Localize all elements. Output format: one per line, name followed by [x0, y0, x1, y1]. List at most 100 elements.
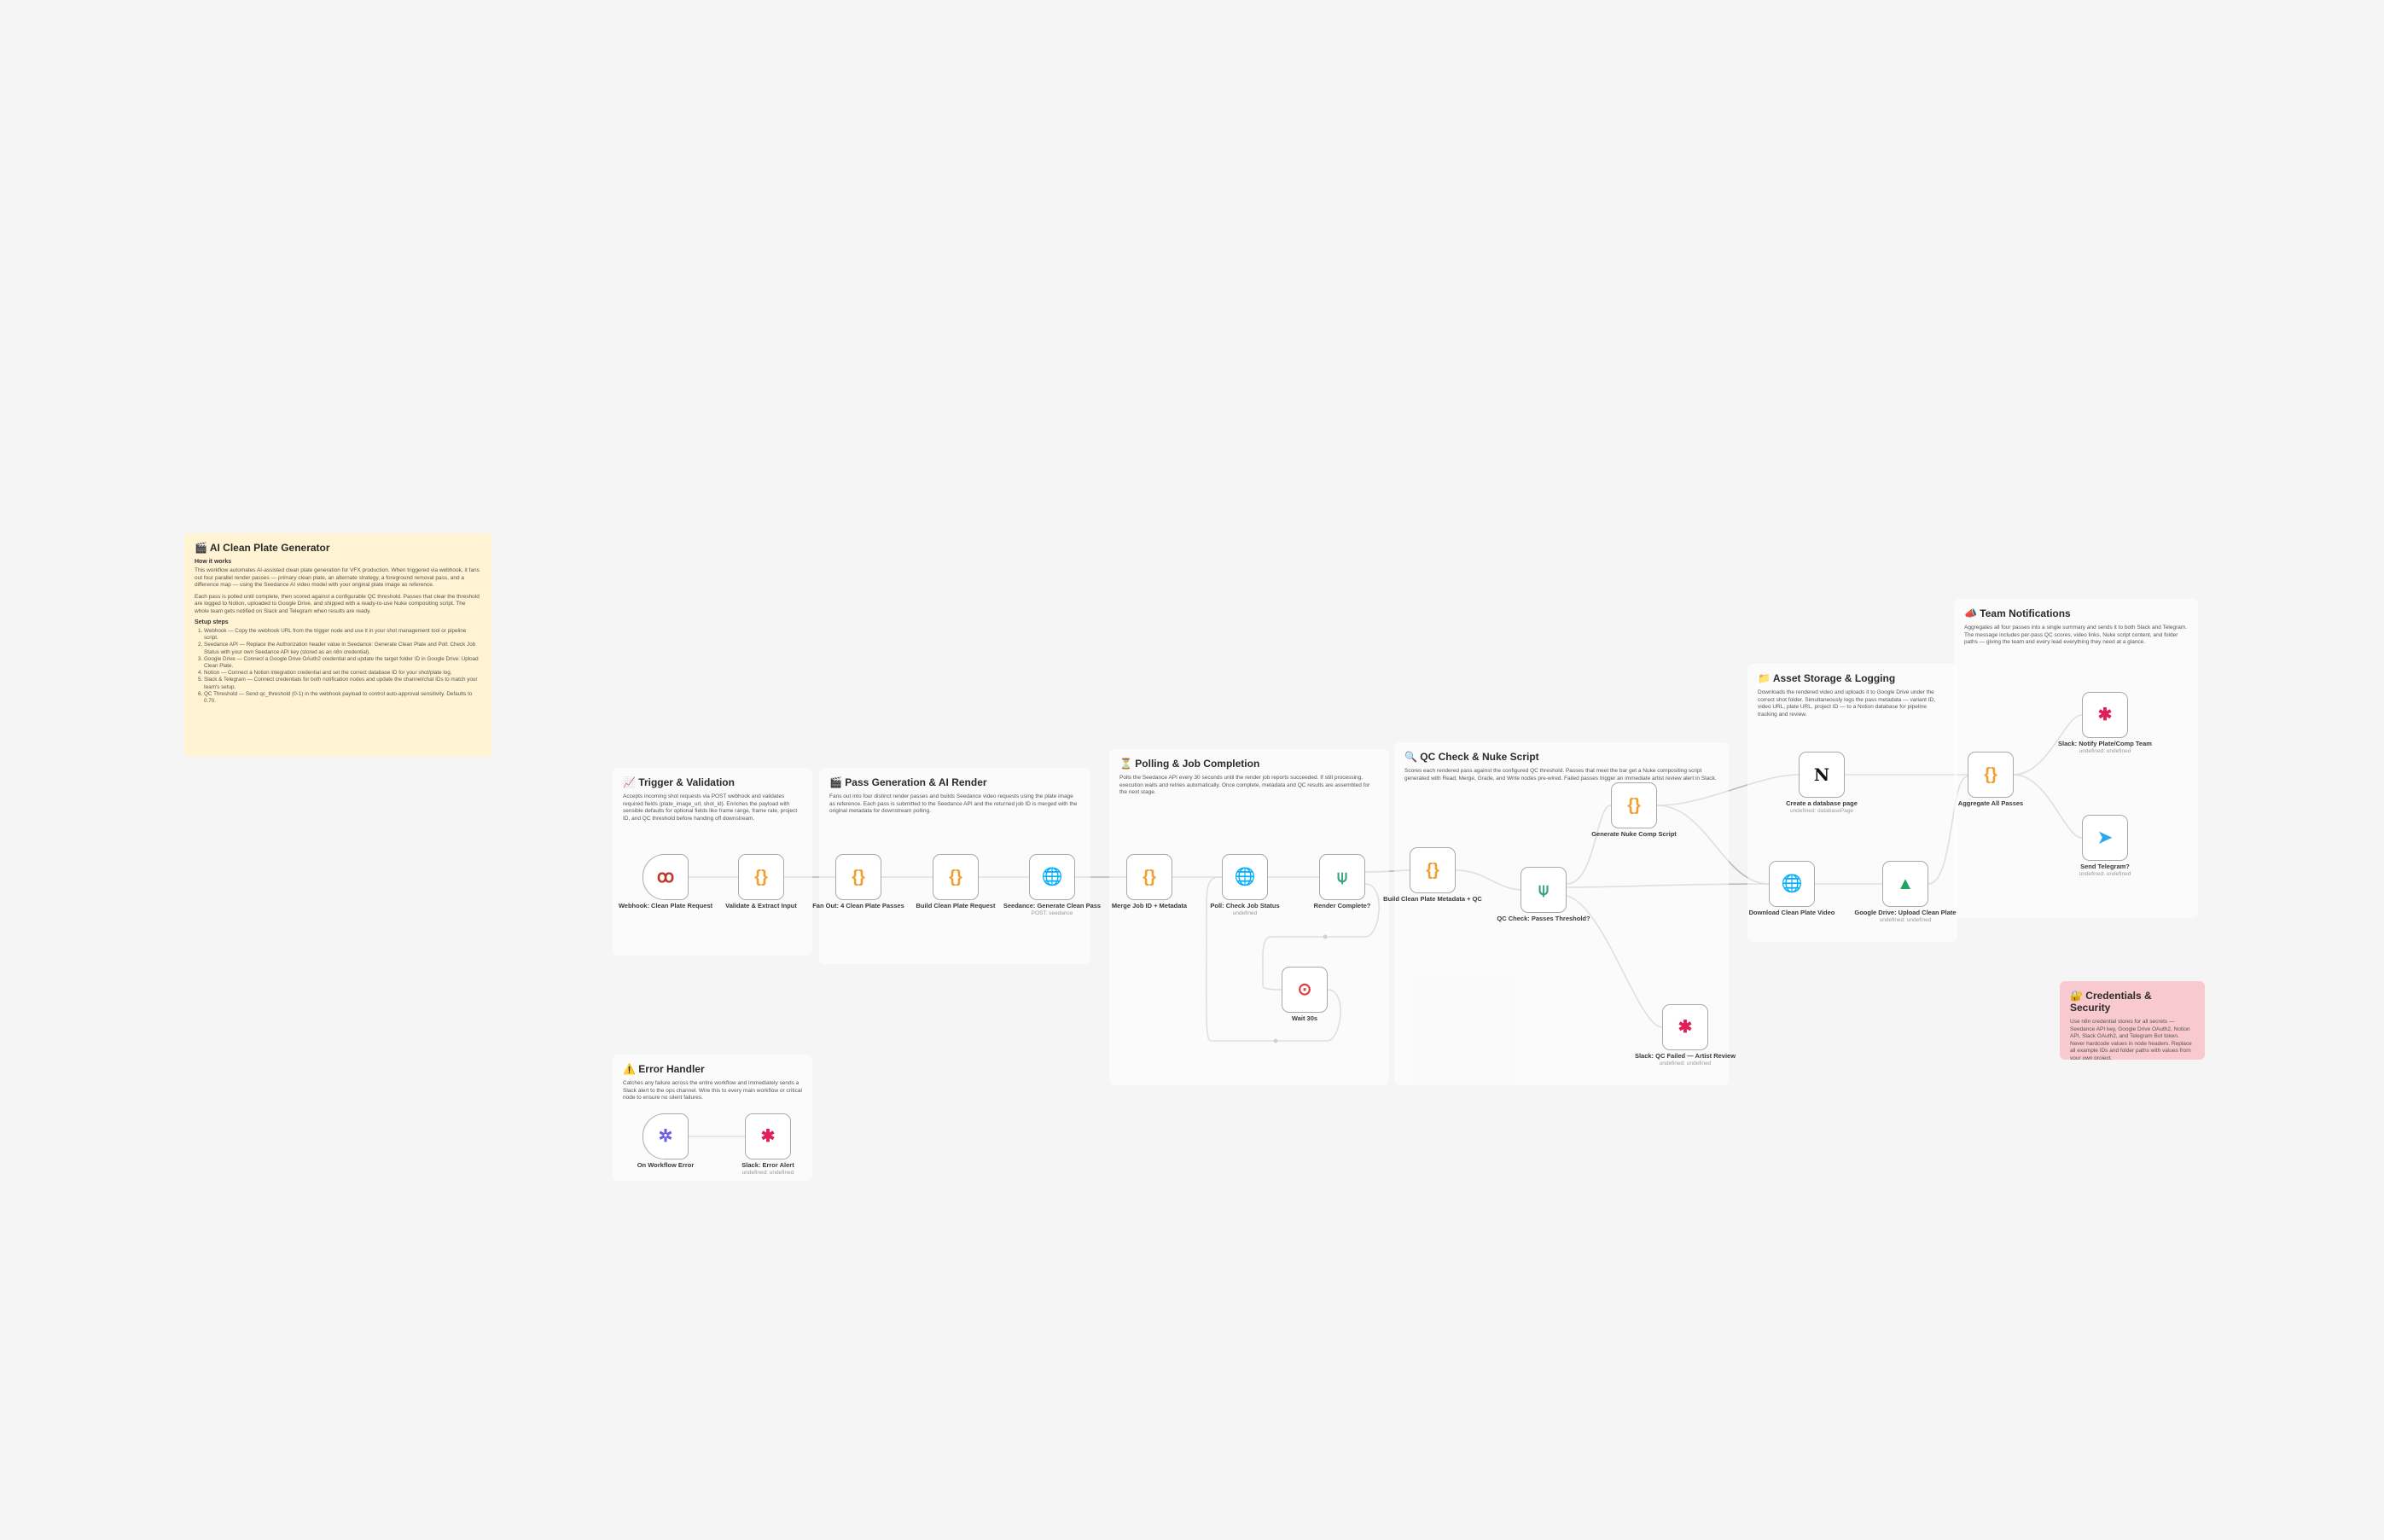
node-subtitle: undefined: undefined [741, 1170, 794, 1176]
node-label: Send Telegram? undefined: undefined [2050, 863, 2160, 878]
node-subtitle: POST: seedance [1031, 910, 1073, 916]
node-title: Google Drive: Upload Clean Plate [1854, 909, 1957, 916]
sticky-title: 📁 Asset Storage & Logging [1758, 672, 1896, 684]
seedance-node[interactable]: 🌐 [1029, 854, 1075, 900]
webhook-node[interactable]: ꝏ [643, 854, 689, 900]
sticky-text: Scores each rendered pass against the co… [1404, 768, 1717, 782]
node-label: Generate Nuke Comp Script [1591, 830, 1677, 838]
sticky-title: ⚠️ Error Handler [623, 1063, 705, 1075]
node-label: Slack: Error Alert undefined: undefined [712, 1161, 823, 1177]
qc-check-node[interactable]: ⍦ [1521, 867, 1567, 913]
setup-step: Notion — Connect a Notion integration cr… [204, 670, 481, 677]
if-branch-icon: ⍦ [1337, 868, 1347, 886]
setup-step: Slack & Telegram — Connect credentials f… [204, 677, 481, 690]
build-clean-node[interactable]: {} [1410, 847, 1456, 893]
node-subtitle: undefined: undefined [2079, 871, 2131, 877]
validate-node[interactable]: {} [738, 854, 784, 900]
poll-node[interactable]: 🌐 [1222, 854, 1268, 900]
sticky-text: This workflow automates AI-assisted clea… [195, 567, 480, 588]
globe-icon: 🌐 [1781, 875, 1803, 893]
node-label: Build Clean Plate Request [916, 902, 996, 909]
node-label: Validate & Extract Input [725, 902, 797, 909]
sticky-text: Each pass is polled until complete, then… [195, 593, 480, 614]
node-title: Slack: Error Alert [741, 1161, 794, 1169]
sticky-text: Catches any failure across the entire wo… [623, 1080, 802, 1101]
node-subtitle: undefined: databasePage [1789, 808, 1854, 814]
node-label: Merge Job ID + Metadata [1111, 902, 1188, 909]
error-trigger-icon: ✲ [658, 1127, 673, 1146]
node-subtitle: undefined: undefined [1879, 917, 1932, 923]
sticky-subheading: How it works [195, 559, 232, 565]
sticky-title: 🎬 Pass Generation & AI Render [829, 776, 987, 788]
sticky-title: 🔍 QC Check & Nuke Script [1404, 751, 1539, 763]
node-title: Send Telegram? [2080, 863, 2130, 870]
sticky-team-notifications[interactable]: 📣 Team Notifications Aggregates all four… [1954, 599, 2198, 918]
nuke-script-node[interactable]: {} [1611, 782, 1657, 828]
node-label: Slack: QC Failed — Artist Review undefin… [1630, 1052, 1741, 1067]
slack-qc-failed-node[interactable]: ✱ [1662, 1004, 1708, 1050]
code-braces-icon: {} [1627, 796, 1641, 815]
sticky-text: Fans out into four distinct render passe… [829, 793, 1078, 814]
sticky-title: ⏳ Polling & Job Completion [1119, 758, 1260, 770]
sticky-polling[interactable]: ⏳ Polling & Job Completion Polls the See… [1109, 749, 1389, 1085]
node-title: Slack: QC Failed — Artist Review [1634, 1052, 1736, 1060]
node-label: Render Complete? [1313, 902, 1371, 909]
render-complete-node[interactable]: ⍦ [1319, 854, 1365, 900]
sticky-trigger-validation[interactable]: 📈 Trigger & Validation Accepts incoming … [613, 768, 812, 956]
code-braces-icon: {} [852, 868, 865, 886]
node-label: Fan Out: 4 Clean Plate Passes [812, 902, 904, 909]
merge-node[interactable]: {} [1126, 854, 1172, 900]
node-title: Seedance: Generate Clean Pass [1003, 902, 1102, 909]
slack-icon: ✱ [2097, 706, 2113, 724]
slack-notify-node[interactable]: ✱ [2082, 692, 2128, 738]
globe-icon: 🌐 [1041, 868, 1063, 886]
sticky-text: Polls the Seedance API every 30 seconds … [1119, 775, 1370, 795]
if-branch-icon: ⍦ [1538, 880, 1549, 899]
setup-step: Google Drive — Connect a Google Drive OA… [204, 656, 481, 670]
code-braces-icon: {} [754, 868, 768, 886]
node-label: On Workflow Error [637, 1161, 695, 1169]
code-braces-icon: {} [1426, 861, 1439, 880]
node-title: Poll: Check Job Status [1210, 902, 1280, 909]
sticky-credentials[interactable]: 🔐 Credentials & Security Use n8n credent… [2060, 981, 2205, 1060]
sticky-subheading: Setup steps [195, 619, 229, 625]
sticky-overview[interactable]: 🎬 AI Clean Plate Generator How it works … [184, 533, 491, 757]
fanout-node[interactable]: {} [835, 854, 881, 900]
code-braces-icon: {} [1984, 765, 1997, 784]
telegram-node[interactable]: ➤ [2082, 815, 2128, 861]
sticky-title: 🔐 Credentials & Security [2070, 990, 2152, 1014]
slack-icon: ✱ [760, 1127, 776, 1146]
sticky-text: Downloads the rendered video and uploads… [1758, 689, 1936, 718]
notion-node[interactable]: N [1799, 752, 1845, 798]
node-label: Create a database page undefined: databa… [1766, 799, 1877, 815]
sticky-text: Aggregates all four passes into a single… [1964, 625, 2188, 645]
slack-icon: ✱ [1678, 1018, 1693, 1037]
setup-step: QC Threshold — Send qc_threshold (0-1) i… [204, 691, 481, 705]
node-label: QC Check: Passes Threshold? [1497, 915, 1590, 922]
node-label: Download Clean Plate Video [1748, 909, 1835, 916]
build-request-node[interactable]: {} [933, 854, 979, 900]
webhook-icon: ꝏ [656, 868, 675, 886]
telegram-icon: ➤ [2097, 828, 2113, 847]
sticky-text: Accepts incoming shot requests via POST … [623, 793, 798, 822]
aggregate-node[interactable]: {} [1968, 752, 2014, 798]
node-label: Slack: Notify Plate/Comp Team undefined:… [2050, 740, 2160, 755]
node-label: Seedance: Generate Clean Pass POST: seed… [997, 902, 1108, 917]
google-drive-icon: ▲ [1897, 875, 1914, 893]
sticky-text: Use n8n credential stores for all secret… [2070, 1019, 2192, 1060]
node-subtitle: undefined: undefined [2079, 748, 2131, 754]
on-error-node[interactable]: ✲ [643, 1113, 689, 1159]
wait-node[interactable]: ⊙ [1282, 967, 1328, 1013]
setup-step: Seedance API — Replace the Authorization… [204, 642, 481, 655]
gdrive-upload-node[interactable]: ▲ [1882, 861, 1928, 907]
node-label: Poll: Check Job Status undefined [1189, 902, 1300, 917]
code-braces-icon: {} [1143, 868, 1156, 886]
setup-step: Webhook — Copy the webhook URL from the … [204, 628, 481, 642]
slack-error-node[interactable]: ✱ [745, 1113, 791, 1159]
sticky-title: 📈 Trigger & Validation [623, 776, 735, 788]
node-label: Wait 30s [1291, 1014, 1318, 1022]
node-title: Create a database page [1786, 799, 1858, 807]
notion-icon: N [1813, 764, 1830, 785]
download-node[interactable]: 🌐 [1769, 861, 1815, 907]
